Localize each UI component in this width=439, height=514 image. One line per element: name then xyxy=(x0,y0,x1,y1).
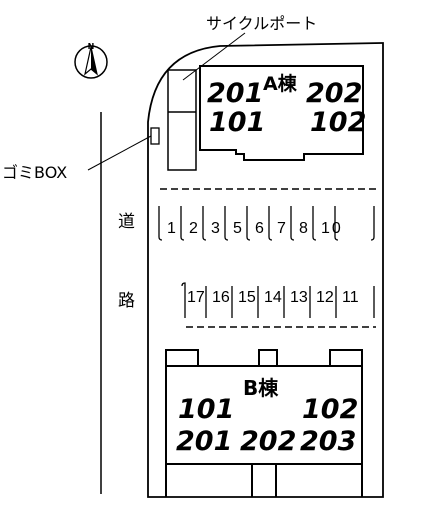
parking-space-5: 5 xyxy=(233,220,242,237)
building-a-name: A棟 xyxy=(263,72,298,95)
garbage-box xyxy=(150,127,160,145)
parking-space-6: 6 xyxy=(255,220,264,237)
parking-space-11: 11 xyxy=(342,289,359,306)
garbage-box-label: ゴミBOX xyxy=(2,163,67,182)
parking-space-2: 2 xyxy=(189,220,198,237)
garbage-box-leader xyxy=(87,135,152,171)
parking-space-13: 13 xyxy=(290,289,308,306)
road-label-2: 路 xyxy=(118,291,135,311)
parking-space-8: 8 xyxy=(299,220,308,237)
parking-space-7: 7 xyxy=(277,220,286,237)
parking-space-16: 16 xyxy=(212,289,230,306)
building-b xyxy=(165,349,363,497)
building-b-room-202: 202 xyxy=(240,426,296,457)
parking-space-3: 3 xyxy=(211,220,220,237)
site-boundary xyxy=(147,42,384,498)
parking-space-14: 14 xyxy=(264,289,282,306)
road-label-1: 道 xyxy=(118,212,135,232)
building-b-name: B棟 xyxy=(243,376,279,400)
parking-space-10: 10 xyxy=(321,220,343,237)
parking-top-row: 1 2 3 5 6 7 8 10 xyxy=(158,206,375,241)
cycle-port-label: サイクルポート xyxy=(206,14,317,33)
parking-space-15: 15 xyxy=(238,289,256,306)
parking-space-1: 1 xyxy=(167,220,176,237)
building-b-room-203: 203 xyxy=(300,426,356,457)
cycle-port-leader xyxy=(182,32,246,81)
building-a xyxy=(199,65,364,161)
north-compass-icon: N xyxy=(74,42,108,79)
compass-label: N xyxy=(88,42,95,51)
parking-space-12: 12 xyxy=(316,289,334,306)
building-a-room-201: 201 xyxy=(207,78,263,109)
cycle-port xyxy=(167,69,197,171)
building-b-room-102: 102 xyxy=(302,394,358,425)
parking-top-bracket xyxy=(158,206,375,241)
parking-bottom-row: 17 16 15 14 13 12 11 xyxy=(181,282,375,318)
building-b-room-201: 201 xyxy=(176,426,232,457)
building-a-room-102: 102 xyxy=(310,107,366,138)
parking-space-17: 17 xyxy=(187,289,205,306)
parking-bottom-bracket xyxy=(181,282,375,318)
building-b-room-101: 101 xyxy=(178,394,234,425)
building-a-room-202: 202 xyxy=(306,78,362,109)
building-a-room-101: 101 xyxy=(209,107,265,138)
